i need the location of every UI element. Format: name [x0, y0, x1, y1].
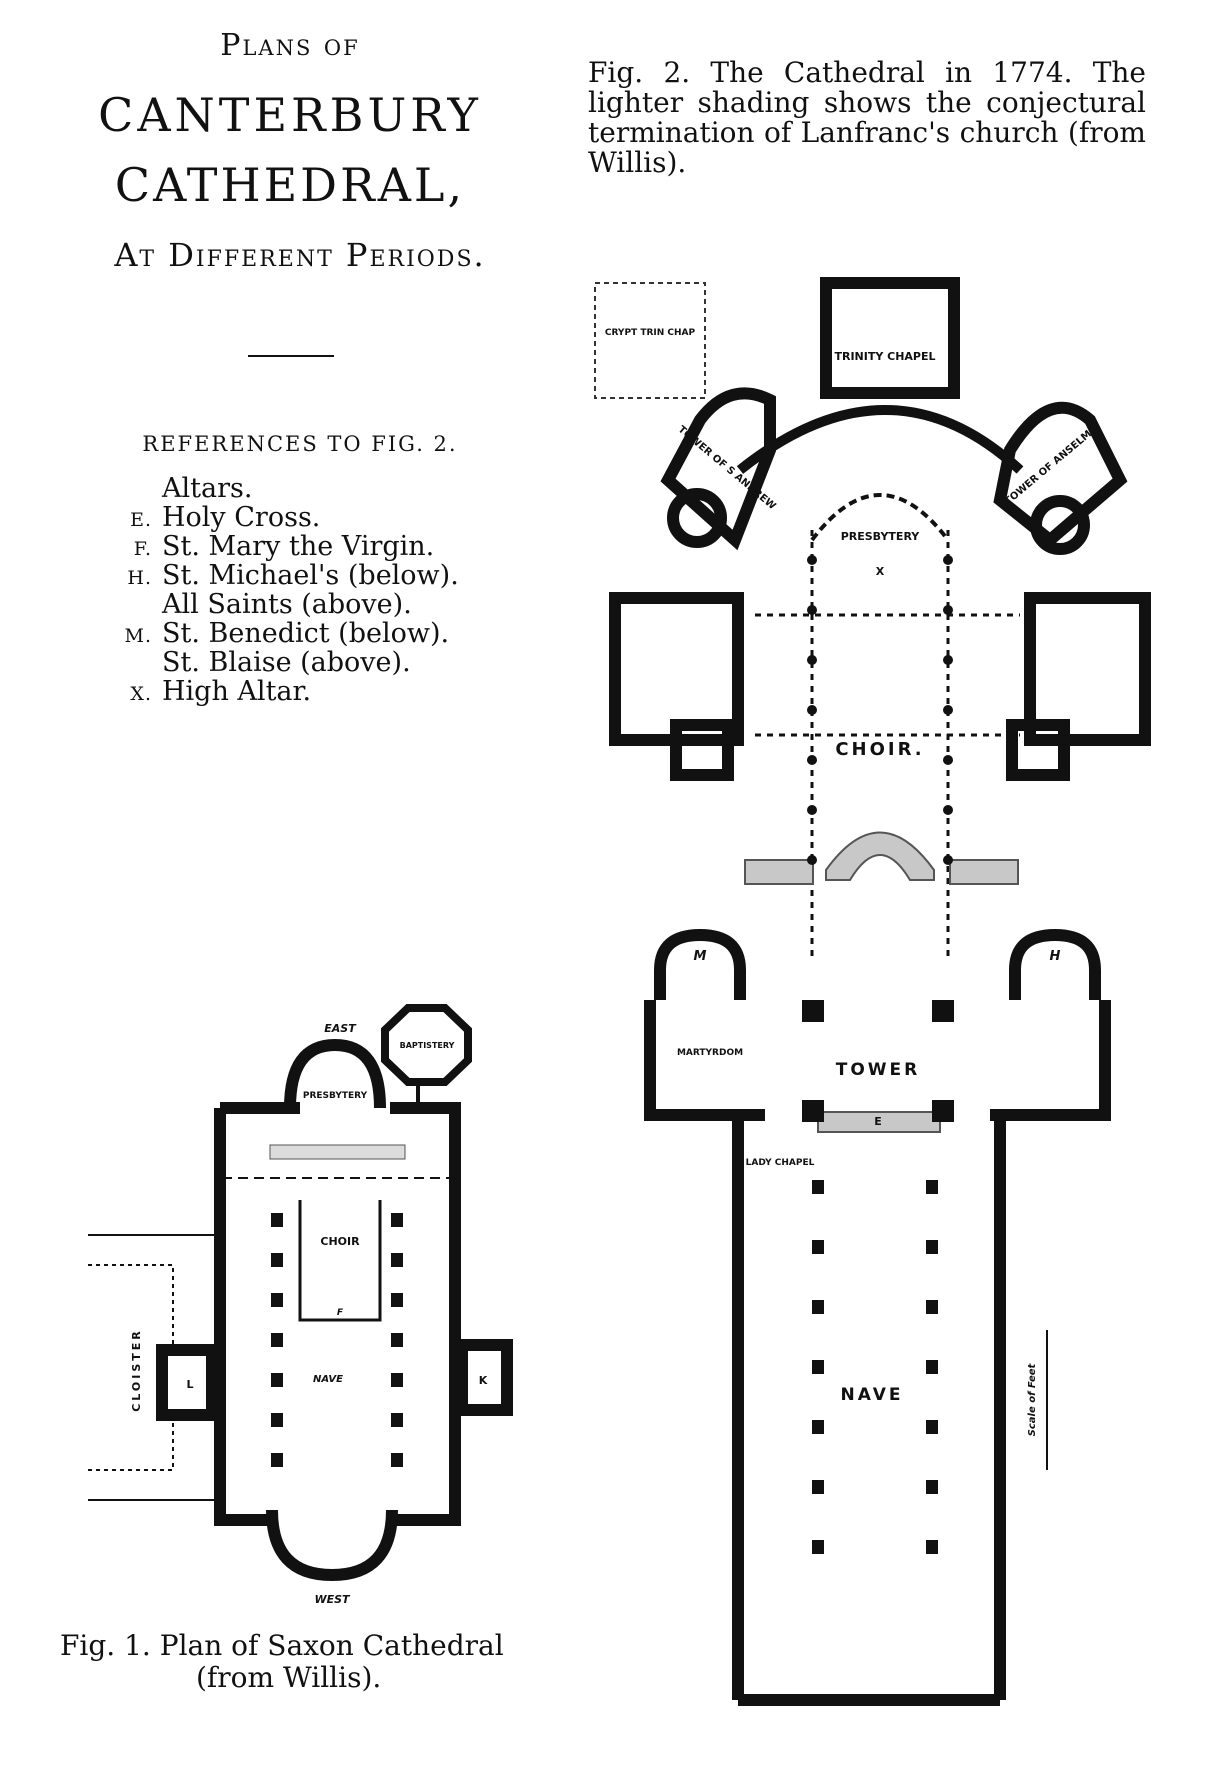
reference-item: F.St. Mary the Virgin. [133, 531, 435, 562]
west-transept-right [990, 1000, 1111, 1121]
choir-pier [943, 705, 953, 715]
choir-pier [943, 655, 953, 665]
reference-item: E.Holy Cross. [130, 502, 321, 533]
nave-pier [926, 1480, 938, 1494]
crossing-pier [932, 1000, 954, 1022]
label-crypt: CRYPT TRIN CHAP [605, 328, 696, 338]
nave-pier [926, 1540, 938, 1554]
apse-h [1009, 928, 1101, 1000]
label-presbytery: PRESBYTERY [841, 530, 921, 543]
crossing-pier [932, 1100, 954, 1122]
nave-pier [926, 1240, 938, 1254]
choir-pier [943, 805, 953, 815]
choir-pier [807, 555, 817, 565]
round-chapel-left [667, 488, 727, 548]
transept-tower-left [670, 719, 734, 781]
tower-andrew-walls [660, 387, 776, 551]
nave-pier [812, 1300, 824, 1314]
fig1-caption: Fig. 1. Plan of Saxon Cathedral (from Wi… [60, 1630, 560, 1694]
crypt-sketch [594, 282, 706, 399]
lanfranc-shading-left [744, 859, 814, 885]
reference-item: M.St. Benedict (below). [124, 618, 450, 649]
round-chapel-right [1030, 495, 1090, 555]
fig2-caption: Fig. 2. The Cathedral in 1774. The light… [588, 56, 1146, 179]
label-scale: Scale of Feet [1027, 1362, 1038, 1436]
fig1-caption-line1: Fig. 1. Plan of Saxon Cathedral [60, 1629, 504, 1662]
references-heading: REFERENCES TO FIG. 2. [142, 432, 458, 456]
choir-pier [943, 855, 953, 865]
label-tower: TOWER [836, 1060, 921, 1080]
choir-pier [807, 705, 817, 715]
fig1-caption-line2: (from Willis). [196, 1661, 382, 1694]
nave-pier [926, 1300, 938, 1314]
label-lady-chapel: LADY CHAPEL [746, 1158, 815, 1168]
transept-tower-right [1006, 719, 1070, 781]
reference-item: X.High Altar. [130, 676, 312, 707]
nave-pier [812, 1360, 824, 1374]
label-choir: CHOIR. [835, 739, 924, 760]
tower-anselm-walls [993, 401, 1128, 548]
label-nave: NAVE [841, 1385, 904, 1405]
apse-arc [736, 405, 1024, 474]
reference-item: St. Blaise (above). [162, 647, 411, 678]
label-e: E [874, 1115, 882, 1128]
label-m: M [694, 949, 707, 964]
label-h: H [1050, 949, 1061, 964]
label-trinity-chapel: TRINITY CHAPEL [834, 350, 935, 363]
lanfranc-shading-right [949, 859, 1019, 885]
nave-pier [812, 1540, 824, 1554]
label-x: X [876, 565, 885, 578]
choir-pier [807, 755, 817, 765]
choir-pier [807, 655, 817, 665]
nave-pier [926, 1360, 938, 1374]
west-transept-left [644, 1000, 765, 1121]
divider-rule [248, 355, 334, 357]
trinity-chapel-walls [820, 277, 960, 399]
crossing-pier [802, 1100, 824, 1122]
east-transept-right [1024, 592, 1151, 746]
presbytery-arc [810, 493, 950, 542]
choir-pier [943, 555, 953, 565]
title-canterbury: CANTERBURY [98, 88, 482, 142]
nave-pier [812, 1480, 824, 1494]
reference-item: All Saints (above). [162, 589, 412, 620]
plans-of-heading: Plans of [220, 28, 360, 63]
east-transept-left [609, 592, 744, 746]
nave-pier [926, 1180, 938, 1194]
crossing-pier [802, 1000, 824, 1022]
choir-pier [943, 755, 953, 765]
lanfranc-apse-shading [825, 831, 935, 881]
subtitle-periods: At Different Periods. [114, 236, 486, 274]
nave-pier [812, 1180, 824, 1194]
apse-m [654, 928, 746, 1000]
nave-pier [812, 1420, 824, 1434]
nave-pier [926, 1420, 938, 1434]
reference-item: Altars. [162, 473, 253, 504]
title-cathedral: CATHEDRAL, [114, 158, 466, 212]
choir-pier [943, 605, 953, 615]
label-martyrdom: MARTYRDOM [677, 1048, 743, 1058]
reference-item: H.St. Michael's (below). [127, 560, 459, 591]
choir-pier [807, 605, 817, 615]
choir-pier [807, 805, 817, 815]
choir-pier [807, 855, 817, 865]
nave-pier [812, 1240, 824, 1254]
